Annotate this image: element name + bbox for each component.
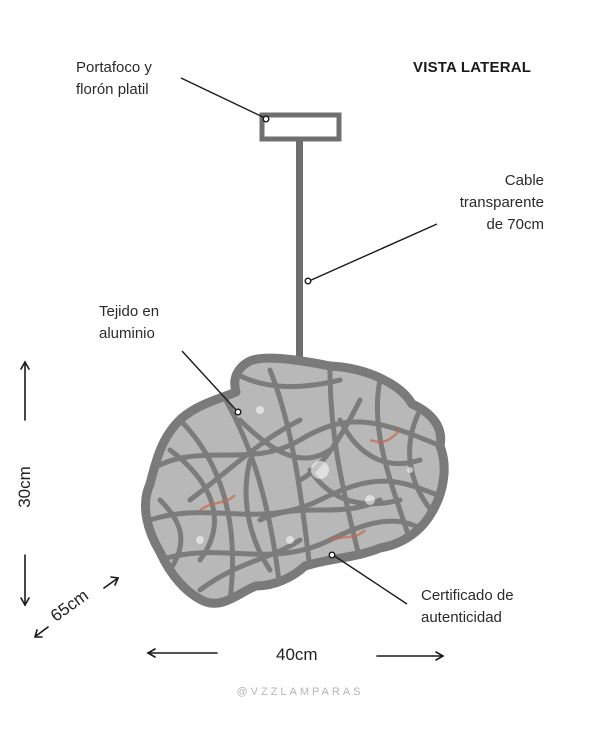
cable-rod: [296, 139, 303, 379]
dot-cable: [304, 277, 312, 285]
label-cable-line-2: transparente: [459, 194, 544, 211]
label-weave: Tejido en aluminio: [99, 301, 159, 345]
leader-socket: [180, 77, 266, 119]
label-certificate: Certificado de autenticidad: [421, 585, 514, 629]
lamp-shade: [140, 353, 449, 608]
view-title: VISTA LATERAL: [413, 59, 532, 76]
label-cable: Cable transparente de 70cm: [460, 170, 544, 236]
label-weave-line-1: Tejido en: [99, 303, 160, 320]
canopy-rect: [259, 112, 342, 142]
depth-arrow-right: [103, 577, 119, 589]
dimension-width: 40cm: [276, 645, 318, 664]
dot-weave: [234, 408, 242, 416]
leader-weave: [181, 350, 238, 412]
label-certificate-line-1: Certificado de: [421, 587, 514, 604]
watermark: @VZZLAMPARAS: [236, 686, 364, 698]
dot-socket: [262, 115, 270, 123]
label-socket-line-2: florón platil: [76, 81, 149, 98]
label-cable-line-3: de 70cm: [486, 216, 544, 233]
label-certificate-line-2: autenticidad: [421, 609, 502, 626]
label-socket: Portafoco y florón platil: [76, 57, 152, 101]
leader-cable: [308, 223, 438, 282]
dot-certificate: [328, 551, 336, 559]
label-weave-line-2: aluminio: [99, 325, 155, 342]
label-socket-line-1: Portafoco y: [76, 59, 152, 76]
label-cable-line-1: Cable: [504, 172, 544, 189]
depth-arrow-left: [35, 626, 49, 637]
leader-certificate: [332, 554, 408, 605]
dimension-height: 30cm: [15, 466, 34, 508]
